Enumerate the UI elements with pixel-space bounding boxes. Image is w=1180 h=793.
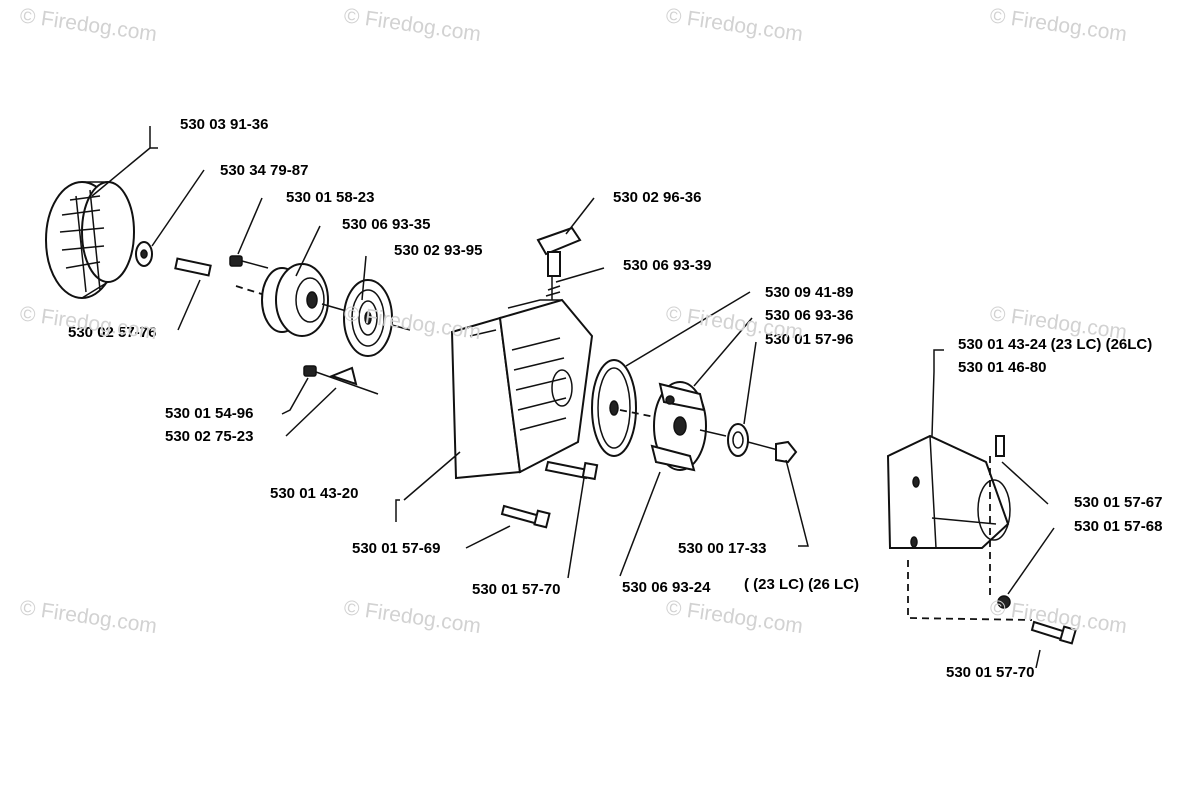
nut-drawing xyxy=(775,440,798,464)
label-530-01-57-96: 530 01 57-96 xyxy=(765,331,854,348)
rope-drawing xyxy=(545,285,561,297)
pulley-drawing xyxy=(261,263,329,337)
bolt-drawing xyxy=(1030,620,1077,645)
label-530-02-96-36: 530 02 96-36 xyxy=(613,189,702,206)
label-model-note: ( (23 LC) (26 LC) xyxy=(744,576,860,593)
label-530-01-46-80: 530 01 46-80 xyxy=(958,359,1047,376)
label-530-06-93-24: 530 06 93-24 xyxy=(622,579,711,596)
label-530-01-54-96: 530 01 54-96 xyxy=(165,405,254,422)
label-530-34-79-87: 530 34 79-87 xyxy=(220,162,309,179)
screw-drawing xyxy=(229,255,269,269)
label-530-06-93-39: 530 06 93-39 xyxy=(623,257,712,274)
label-530-01-57-70-right: 530 01 57-70 xyxy=(946,664,1035,681)
label-530-00-17-33: 530 00 17-33 xyxy=(678,540,767,557)
pawl-drawing xyxy=(329,366,358,386)
leader-lines xyxy=(91,126,1055,669)
plug-drawing xyxy=(997,595,1011,609)
screw-drawing xyxy=(995,435,1005,457)
flywheel-drawing xyxy=(45,181,135,299)
label-530-01-58-23: 530 01 58-23 xyxy=(286,189,375,206)
label-530-03-91-36: 530 03 91-36 xyxy=(180,116,269,133)
starter-handle-drawing xyxy=(536,226,582,300)
drive-pulley-drawing xyxy=(650,381,707,472)
bolt-drawing xyxy=(544,460,599,481)
label-530-02-93-95: 530 02 93-95 xyxy=(394,242,483,259)
screw-drawing xyxy=(303,365,317,377)
label-530-06-93-35: 530 06 93-35 xyxy=(342,216,431,233)
label-530-01-57-67: 530 01 57-67 xyxy=(1074,494,1163,511)
label-530-01-43-20: 530 01 43-20 xyxy=(270,485,359,502)
starter-housing-drawing xyxy=(450,298,594,480)
label-530-09-41-89: 530 09 41-89 xyxy=(765,284,854,301)
label-530-01-43-24: 530 01 43-24 (23 LC) (26LC) xyxy=(958,336,1153,353)
label-530-06-93-36: 530 06 93-36 xyxy=(765,307,854,324)
bolt-drawing xyxy=(500,504,551,529)
label-530-02-75-23: 530 02 75-23 xyxy=(165,428,254,445)
disc-drawing xyxy=(591,359,637,457)
label-530-01-57-68: 530 01 57-68 xyxy=(1074,518,1163,535)
label-530-02-57-76: 530 02 57-76 xyxy=(68,324,157,341)
label-530-01-57-70: 530 01 57-70 xyxy=(472,581,561,598)
clutch-housing-drawing xyxy=(886,434,1011,549)
pin-drawing xyxy=(174,257,212,277)
recoil-spring-drawing xyxy=(343,279,393,357)
washer-drawing xyxy=(727,423,749,457)
label-530-01-57-69: 530 01 57-69 xyxy=(352,540,441,557)
